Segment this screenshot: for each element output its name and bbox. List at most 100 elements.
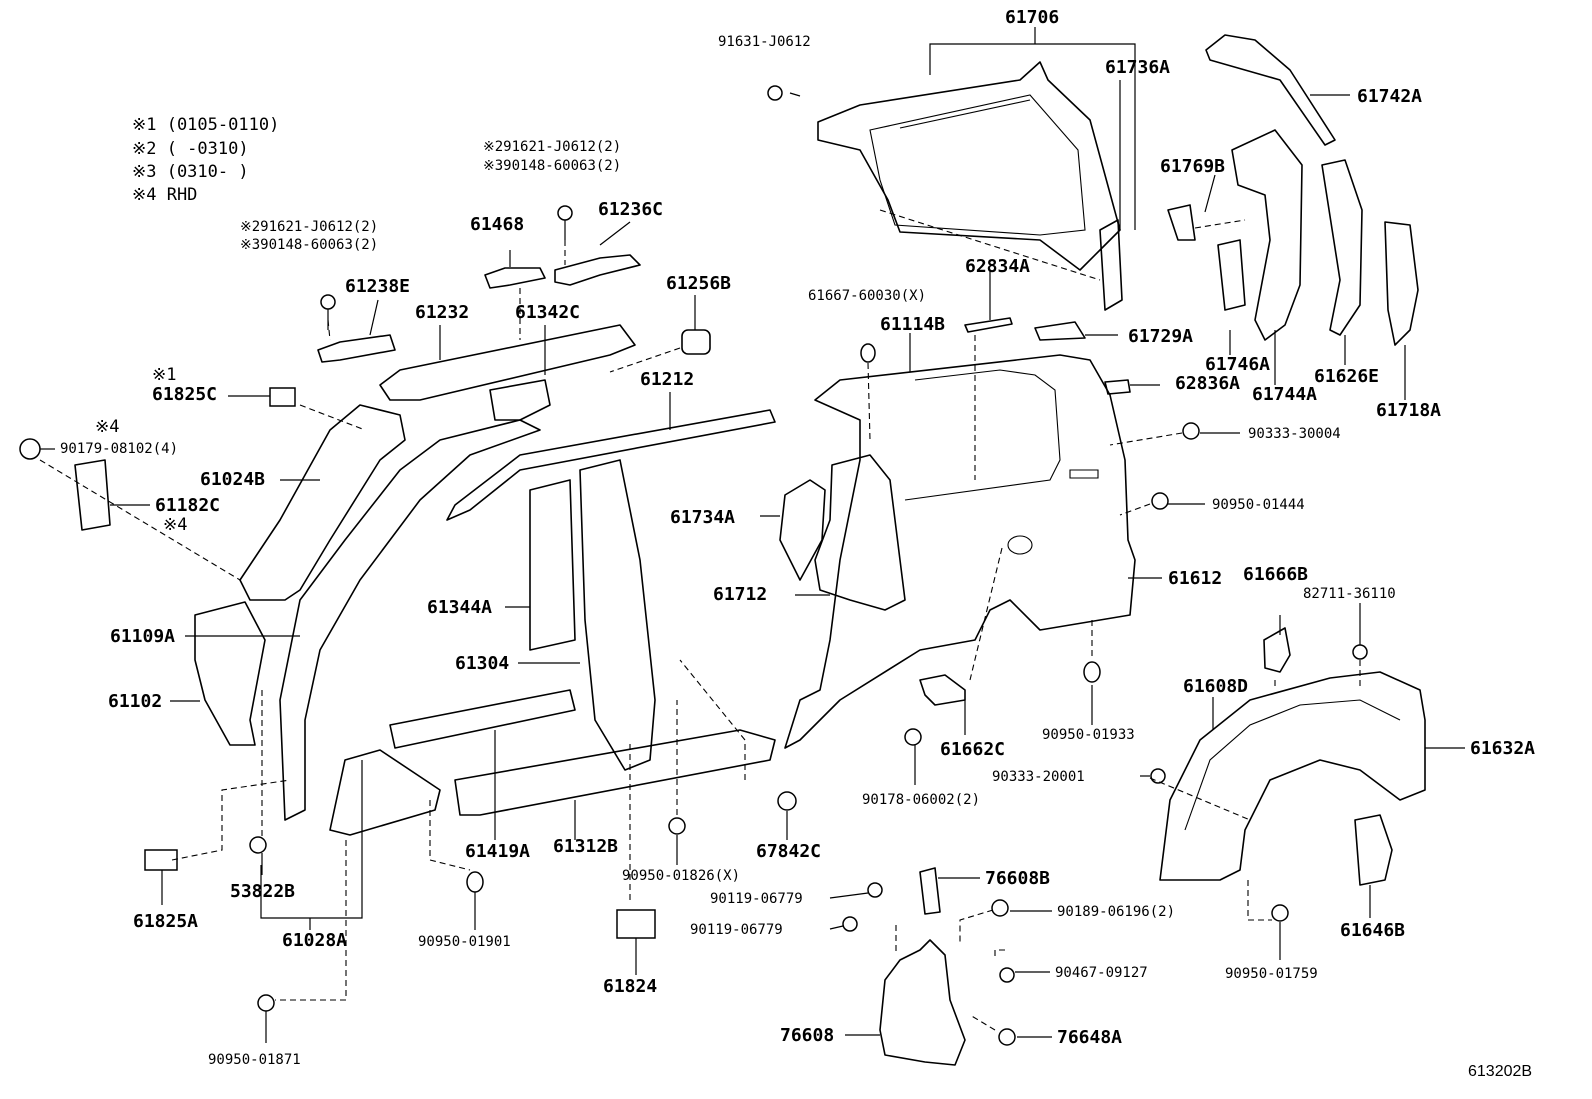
fuel-door	[1007, 535, 1033, 555]
label-61742a: 61742A	[1357, 86, 1422, 107]
annotation-center-bolt-2: ※390148-60063(2)	[483, 158, 621, 174]
annotation-note4-marker-a: ※4	[95, 417, 119, 437]
label-61342c: 61342C	[515, 302, 580, 323]
label-61114b: 61114B	[880, 314, 945, 335]
label-61736a: 61736A	[1105, 57, 1170, 78]
label-61102: 61102	[108, 691, 162, 712]
parts-artwork	[19, 34, 1426, 1066]
annotation-note1-marker: ※1	[152, 365, 176, 385]
label-61667-60030x: 61667-60030(X)	[808, 288, 926, 304]
plug-90950-01871-shape	[257, 994, 275, 1012]
label-90950-01444: 90950-01444	[1212, 497, 1305, 513]
strip-62834a-shape	[964, 317, 1013, 333]
label-61312b: 61312B	[553, 836, 618, 857]
label-61608d: 61608D	[1183, 676, 1248, 697]
label-61626e: 61626E	[1314, 366, 1379, 387]
screw-90189-shape	[991, 899, 1009, 917]
label-61232: 61232	[415, 302, 469, 323]
reinforcement-61736a-shape	[1099, 219, 1123, 311]
label-90467-09127: 90467-09127	[1055, 965, 1148, 981]
wheel-housing-inner	[1184, 699, 1401, 831]
clip-90467-shape	[999, 967, 1015, 983]
label-61468: 61468	[470, 214, 524, 235]
panel-61626e-shape	[1321, 159, 1363, 336]
roof-rail-61232-shape	[379, 324, 636, 401]
label-61825a: 61825A	[133, 911, 198, 932]
cap-61256b-shape	[681, 329, 711, 355]
strip-61746a-shape	[1217, 239, 1246, 311]
wheel-housing-61632a-shape	[1159, 671, 1426, 881]
label-90179-08102-4: 90179-08102(4)	[60, 441, 178, 457]
block-61824-shape	[616, 909, 656, 939]
label-61769b: 61769B	[1160, 156, 1225, 177]
label-61712: 61712	[713, 584, 767, 605]
part-labels: 61706 91631-J0612 61736A 61742A 61769B 6…	[60, 7, 1535, 1068]
pillar-61744a-shape	[1231, 129, 1303, 341]
label-76608: 76608	[780, 1025, 834, 1046]
rocker-inner-61419a-shape	[389, 689, 576, 749]
note-3: ※3 (0310- )	[132, 162, 249, 182]
quarter-window-panel-shape	[817, 61, 1121, 271]
label-61734a: 61734A	[670, 507, 735, 528]
label-90950-01826x: 90950-01826(X)	[622, 868, 740, 884]
label-61666b: 61666B	[1243, 564, 1308, 585]
label-90950-01871: 90950-01871	[208, 1052, 301, 1068]
label-61612: 61612	[1168, 568, 1222, 589]
leader-lines	[40, 27, 1465, 1043]
label-82711-36110: 82711-36110	[1303, 586, 1396, 602]
label-90333-30004: 90333-30004	[1248, 426, 1341, 442]
label-61744a: 61744A	[1252, 384, 1317, 405]
note-1: ※1 (0105-0110)	[132, 115, 279, 135]
label-61729a: 61729A	[1128, 326, 1193, 347]
bolt-91631-shape	[767, 85, 783, 101]
plug-67842c-shape	[777, 791, 797, 811]
label-90950-01901: 90950-01901	[418, 934, 511, 950]
front-body-pillar-shape	[279, 419, 541, 821]
annotation-left-bolt-2: ※390148-60063(2)	[240, 237, 378, 253]
label-53822b: 53822B	[230, 881, 295, 902]
label-90950-01933: 90950-01933	[1042, 727, 1135, 743]
roof-rail-61742a-shape	[1205, 34, 1336, 146]
bolt-90119-b-shape	[842, 916, 858, 932]
label-90950-01759: 90950-01759	[1225, 966, 1318, 982]
label-91631-j0612: 91631-J0612	[718, 34, 811, 50]
diagram-code: 613202B	[1468, 1063, 1532, 1080]
block-61825c-shape	[269, 387, 296, 407]
panel-61718a-shape	[1384, 221, 1419, 346]
plug-61667-shape	[860, 343, 876, 363]
plug-90333-30004-shape	[1182, 422, 1200, 440]
plug-90950-01901-shape	[466, 871, 484, 893]
bracket-61662c-shape	[919, 674, 966, 706]
label-61344a: 61344A	[427, 597, 492, 618]
label-61662c: 61662C	[940, 739, 1005, 760]
label-61419a: 61419A	[465, 841, 530, 862]
notes-block: ※1 (0105-0110) ※2 ( -0310) ※3 (0310- ) ※…	[132, 115, 279, 205]
clip-90950-01759-shape	[1271, 904, 1289, 922]
bracket-61666b-shape	[1263, 627, 1291, 673]
label-76648a: 76648A	[1057, 1027, 1122, 1048]
label-76608b: 76608B	[985, 868, 1050, 889]
block-61825a-shape	[144, 849, 178, 871]
label-67842c: 67842C	[756, 841, 821, 862]
bolt-90119-a-shape	[867, 882, 883, 898]
label-90333-20001: 90333-20001	[992, 769, 1085, 785]
label-90178-06002-2: 90178-06002(2)	[862, 792, 980, 808]
cap-90179-shape	[19, 438, 41, 460]
clip-82711-shape	[1352, 644, 1368, 660]
cowl-side-61102-shape	[194, 601, 266, 746]
label-61028a: 61028A	[282, 930, 347, 951]
clip-90950-01826-shape	[668, 817, 686, 835]
mud-guard-76608-shape	[879, 939, 966, 1066]
annotations: ※1 ※4 ※4 ※291621-J0612(2) ※390148-60063(…	[95, 139, 621, 535]
center-pillar-61304-shape	[579, 459, 656, 771]
nut-90178-shape	[904, 728, 922, 746]
label-62834a: 62834A	[965, 256, 1030, 277]
label-61236c: 61236C	[598, 199, 663, 220]
annotation-center-bolt-1: ※291621-J0612(2)	[483, 139, 621, 155]
bracket-76608b-shape	[919, 867, 941, 915]
label-61109a: 61109A	[110, 626, 175, 647]
center-pillar-61344a-shape	[529, 479, 576, 651]
clip-53822b-shape	[249, 836, 267, 854]
